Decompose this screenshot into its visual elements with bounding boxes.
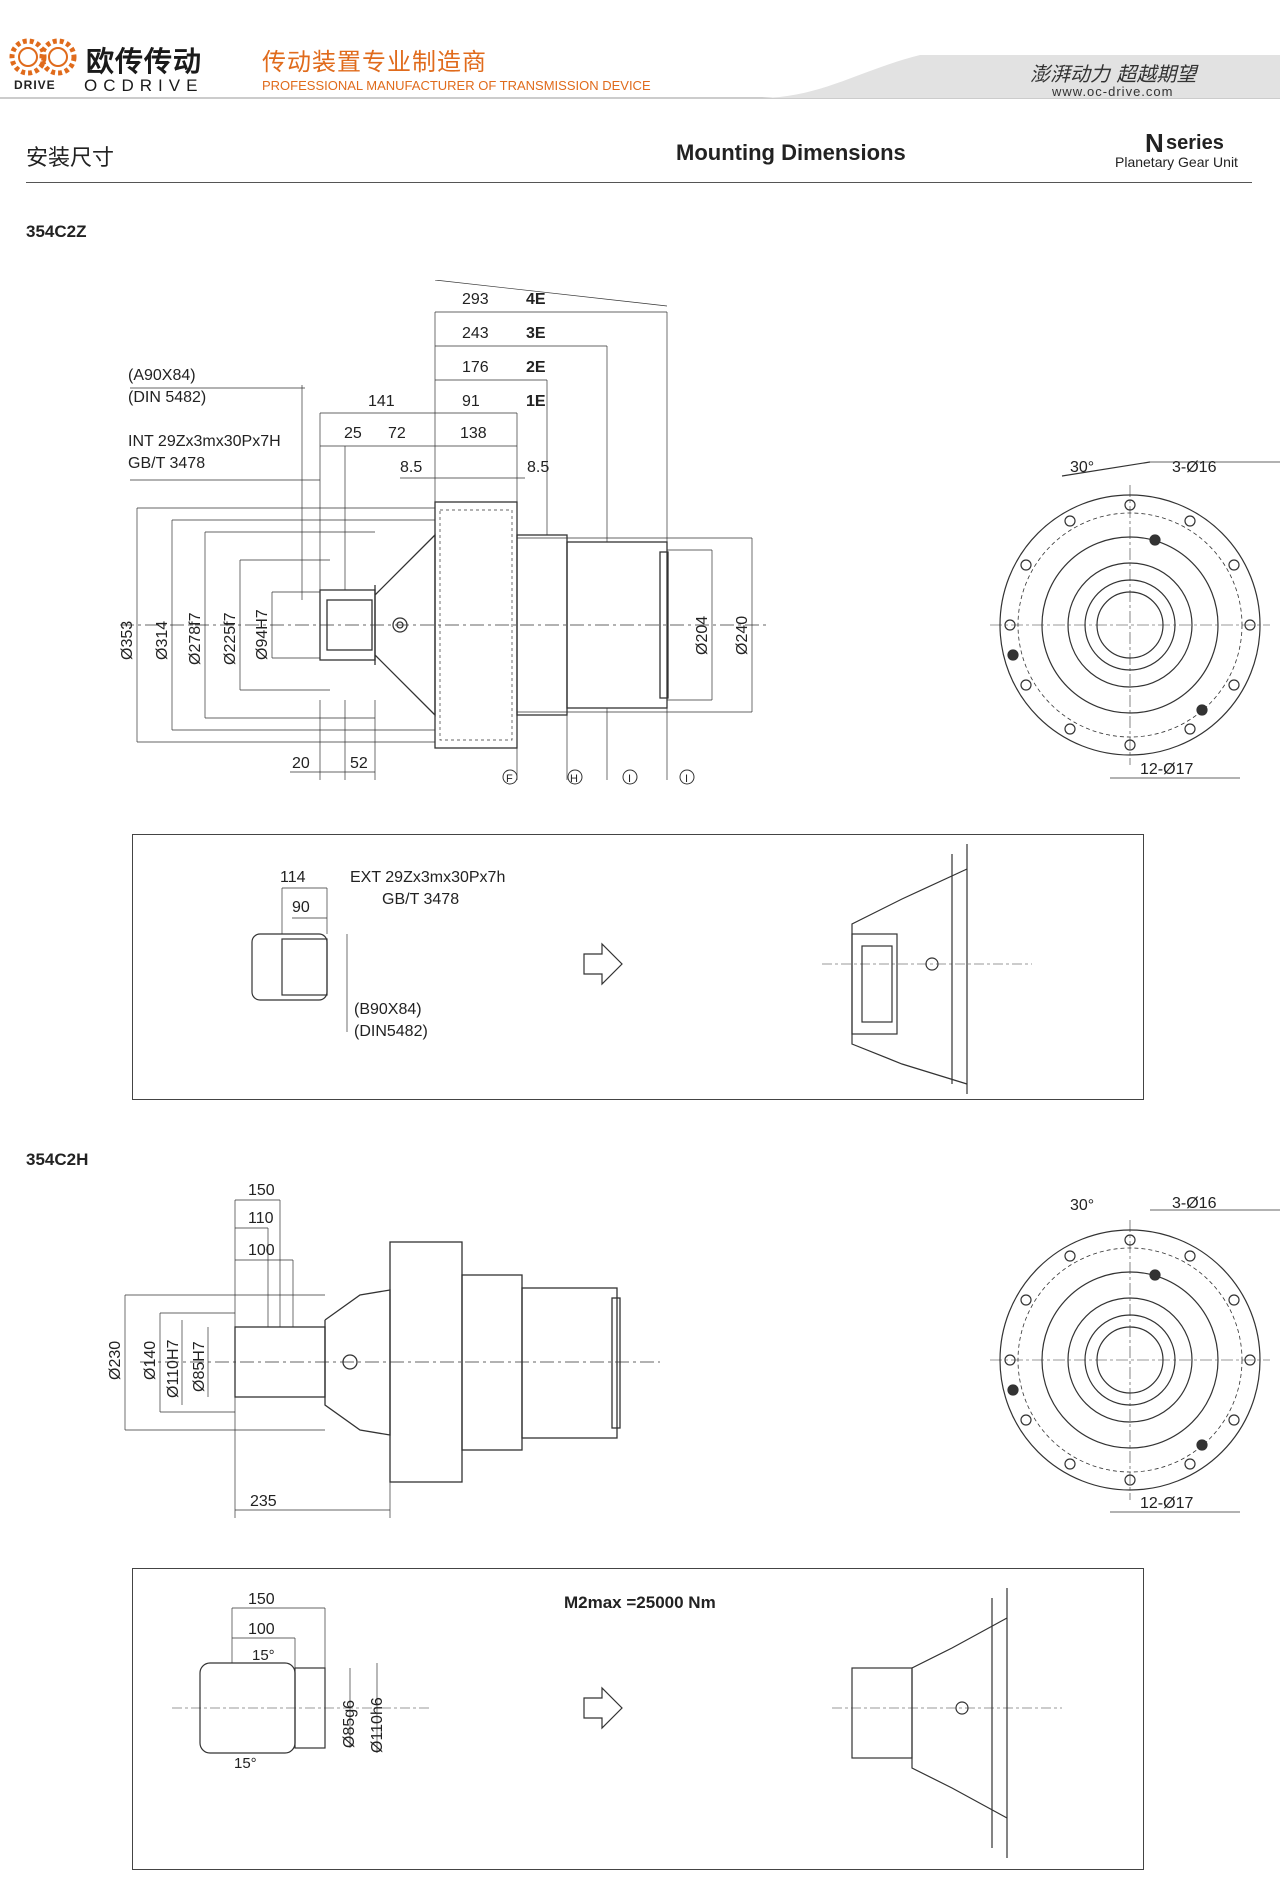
- dim-8-5b: 8.5: [527, 459, 549, 476]
- inset-drawing-354c2z: 114 90 EXT 29Zx3mx30Px7h GB/T 3478 (B90X…: [251, 844, 1032, 1094]
- brand-name-cn: 欧传传动: [86, 46, 203, 77]
- slogan: 澎湃动力 超越期望: [1030, 62, 1197, 86]
- torque-rating: M2max =25000 Nm: [564, 1593, 716, 1612]
- mark-f: F: [506, 773, 513, 785]
- inset-box-354c2z: [132, 834, 1144, 1100]
- dim2-100: 100: [248, 1242, 275, 1259]
- spline-int: INT 29Zx3mx30Px7H: [128, 433, 281, 450]
- dim-1e: 1E: [526, 393, 546, 410]
- inset-b90: (B90X84): [354, 1001, 422, 1018]
- dim-8-5a: 8.5: [400, 459, 422, 476]
- inset-box-354c2h: [132, 1568, 1144, 1870]
- series-letter: N: [1145, 128, 1164, 158]
- header-band: [0, 38, 1280, 99]
- tagline-en: PROFESSIONAL MANUFACTURER OF TRANSMISSIO…: [262, 78, 651, 93]
- holes-3-16: 3-Ø16: [1172, 459, 1217, 476]
- holes2-12-17: 12-Ø17: [1140, 1495, 1193, 1512]
- dim2-235: 235: [250, 1493, 277, 1510]
- dia-240: Ø240: [734, 616, 751, 655]
- dia-278: Ø278f7: [187, 612, 204, 665]
- dia-204: Ø204: [694, 616, 711, 655]
- dia-314: Ø314: [154, 621, 171, 660]
- dim-2e: 2E: [526, 359, 546, 376]
- drawing-354c2z: 293 4E 243 3E 176 2E 91 1E 141 25 72 138…: [119, 280, 1280, 785]
- flange-end-view-2: [990, 1209, 1280, 1513]
- tagline-cn: 传动装置专业制造商: [262, 49, 487, 76]
- dim-243: 243: [462, 325, 489, 342]
- angle-30: 30°: [1070, 459, 1094, 476]
- dia-94: Ø94H7: [254, 609, 271, 660]
- section-title-en: Mounting Dimensions: [676, 140, 906, 165]
- inset2-dia-110h6: Ø110h6: [369, 1697, 386, 1753]
- dim-138: 138: [460, 425, 487, 442]
- inset-gbt: GB/T 3478: [382, 891, 459, 908]
- flange-end-view: [990, 461, 1280, 779]
- dia2-140: Ø140: [142, 1341, 159, 1380]
- dim-4e: 4E: [526, 291, 546, 308]
- page-header: 欧传传动 DRIVE OCDRIVE 传动装置专业制造商 PROFESSIONA…: [0, 0, 1280, 112]
- mark-i2: I: [685, 773, 688, 785]
- website: www.oc-drive.com: [1052, 84, 1174, 99]
- series-subtitle: Planetary Gear Unit: [1115, 154, 1238, 170]
- inset2-dim-150: 150: [248, 1591, 275, 1608]
- dim-25: 25: [344, 425, 362, 442]
- dia-353: Ø353: [119, 621, 136, 660]
- inset-dim-114: 114: [280, 869, 306, 886]
- mark-h: H: [570, 773, 578, 785]
- inset-drawing-354c2h: 150 100 15° 15° Ø85g6 Ø110h6 M2max =2500…: [172, 1588, 1062, 1858]
- dim-293: 293: [462, 291, 489, 308]
- dim-91: 91: [462, 393, 480, 410]
- dia2-85h7: Ø85H7: [191, 1341, 208, 1392]
- section-title-cn: 安装尺寸: [26, 145, 115, 170]
- drawing-354c2h: 150 110 100 Ø230 Ø140 Ø110H7 Ø85H7 235 3…: [107, 1182, 1280, 1518]
- dim-20: 20: [292, 755, 310, 772]
- angle2-30: 30°: [1070, 1197, 1094, 1214]
- inset-din: (DIN5482): [354, 1023, 428, 1040]
- inset-ext: EXT 29Zx3mx30Px7h: [350, 869, 505, 886]
- dim-176: 176: [462, 359, 489, 376]
- spline-gbt: GB/T 3478: [128, 455, 205, 472]
- brand-drive-label: DRIVE: [14, 78, 56, 92]
- holes2-3-16: 3-Ø16: [1172, 1195, 1217, 1212]
- gear-logo-icon: [9, 38, 77, 76]
- dia2-230: Ø230: [107, 1341, 124, 1380]
- inset2-dim-100: 100: [248, 1621, 275, 1638]
- mark-i1: I: [628, 773, 631, 785]
- brand-name-en: OCDRIVE: [84, 76, 204, 95]
- dia-225: Ø225f7: [222, 612, 239, 665]
- dim2-150: 150: [248, 1182, 275, 1199]
- inset2-dia-85g6: Ø85g6: [341, 1700, 358, 1748]
- dia2-110h7: Ø110H7: [165, 1339, 182, 1398]
- spline-a90: (A90X84): [128, 367, 196, 384]
- model-title-354c2h: 354C2H: [26, 1150, 89, 1169]
- dim-72: 72: [388, 425, 406, 442]
- title-divider: [26, 182, 1252, 183]
- model-title-354c2z: 354C2Z: [26, 222, 87, 241]
- inset2-angle-15b: 15°: [234, 1755, 257, 1772]
- holes-12-17: 12-Ø17: [1140, 761, 1193, 778]
- dim-52: 52: [350, 755, 368, 772]
- inset-dim-90: 90: [292, 899, 310, 916]
- dim-141: 141: [368, 393, 395, 410]
- dim2-110: 110: [248, 1210, 274, 1227]
- series-word: series: [1166, 132, 1224, 154]
- dim-3e: 3E: [526, 325, 546, 342]
- inset2-angle-15a: 15°: [252, 1647, 275, 1664]
- spline-din: (DIN 5482): [128, 389, 206, 406]
